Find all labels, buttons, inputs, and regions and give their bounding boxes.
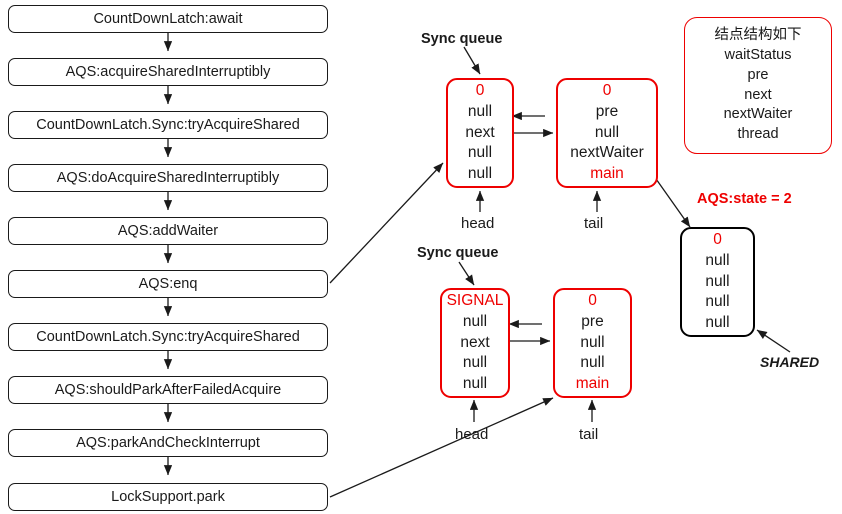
flow-step-aqs-shouldparkafterfailedacquire[interactable]: AQS:shouldParkAfterFailedAcquire [8,376,328,404]
node-nextwaiter: null [467,144,493,162]
node-next: next [465,123,495,141]
queue-1-tail-label: tail [584,215,604,232]
node-next: null [705,272,730,290]
node-waitstatus: 0 [475,82,485,100]
node-thread: main [590,164,624,182]
sync-queue-title-2: Sync queue [417,245,499,261]
queue-2-tail-node[interactable]: 0 pre null null main [553,288,632,398]
flow-step-label: CountDownLatch.Sync:tryAcquireShared [36,116,300,133]
node-thread: null [467,164,493,182]
legend-title: 结点结构如下 [714,27,802,44]
node-waitstatus: 0 [713,231,722,249]
node-nextwaiter: null [580,354,605,372]
queue-1-tail-node[interactable]: 0 pre null nextWaiter main [556,78,658,188]
flow-step-locksupport-park[interactable]: LockSupport.park [8,483,328,511]
legend-waitstatus: waitStatus [724,47,792,64]
node-pre: null [467,103,493,121]
flow-step-countdownlatch-await[interactable]: CountDownLatch:await [8,5,328,33]
flow-step-label: AQS:doAcquireSharedInterruptibly [56,169,280,186]
flow-step-label: CountDownLatch:await [93,10,243,27]
flow-step-label: CountDownLatch.Sync:tryAcquireShared [36,328,300,345]
legend-next: next [744,86,772,103]
node-nextwaiter: nextWaiter [570,144,644,162]
flow-step-aqs-acquiresharedinterruptibly[interactable]: AQS:acquireSharedInterruptibly [8,58,328,86]
flow-step-label: AQS:parkAndCheckInterrupt [76,434,260,451]
sync-queue-title-1: Sync queue [421,31,503,47]
flow-step-aqs-parkandcheckinterrupt[interactable]: AQS:parkAndCheckInterrupt [8,429,328,457]
flow-step-aqs-doacquiresharedinterruptibly[interactable]: AQS:doAcquireSharedInterruptibly [8,164,328,192]
legend-thread: thread [737,125,779,142]
shared-node[interactable]: 0 null null null null [680,227,755,337]
flow-step-label: AQS:acquireSharedInterruptibly [65,63,271,80]
queue-2-tail-label: tail [579,426,599,443]
flow-step-sync-tryacquireshared-2[interactable]: CountDownLatch.Sync:tryAcquireShared [8,323,328,351]
node-nextwaiter: null [705,293,730,311]
queue-1-head-node[interactable]: 0 null next null null [446,78,514,188]
node-next: null [594,123,620,141]
queue-1-head-label: head [461,215,495,232]
flow-step-label: AQS:enq [138,275,198,292]
node-waitstatus: 0 [588,292,597,310]
node-pre: null [705,252,730,270]
aqs-state-label: AQS:state = 2 [697,191,792,207]
node-thread: null [705,313,730,331]
flow-step-label: AQS:shouldParkAfterFailedAcquire [54,381,282,398]
queue-2-head-node[interactable]: SIGNAL null next null null [440,288,510,398]
node-nextwaiter: null [462,354,488,372]
node-structure-legend: 结点结构如下 waitStatus pre next nextWaiter th… [684,17,832,154]
flow-step-sync-tryacquireshared-1[interactable]: CountDownLatch.Sync:tryAcquireShared [8,111,328,139]
node-thread: null [462,374,488,392]
legend-pre: pre [747,66,769,83]
flow-step-label: AQS:addWaiter [117,222,219,239]
flow-step-label: LockSupport.park [111,488,225,505]
node-next: null [580,333,605,351]
node-pre: pre [581,313,604,331]
node-next: next [460,333,490,351]
shared-caption: SHARED [760,354,820,370]
node-waitstatus: SIGNAL [446,292,504,310]
node-thread: main [575,374,610,392]
node-waitstatus: 0 [602,82,612,100]
flow-step-aqs-addwaiter[interactable]: AQS:addWaiter [8,217,328,245]
flow-step-aqs-enq[interactable]: AQS:enq [8,270,328,298]
legend-nextwaiter: nextWaiter [723,106,793,123]
queue-2-head-label: head [455,426,489,443]
node-pre: null [462,313,488,331]
node-pre: pre [595,103,619,121]
